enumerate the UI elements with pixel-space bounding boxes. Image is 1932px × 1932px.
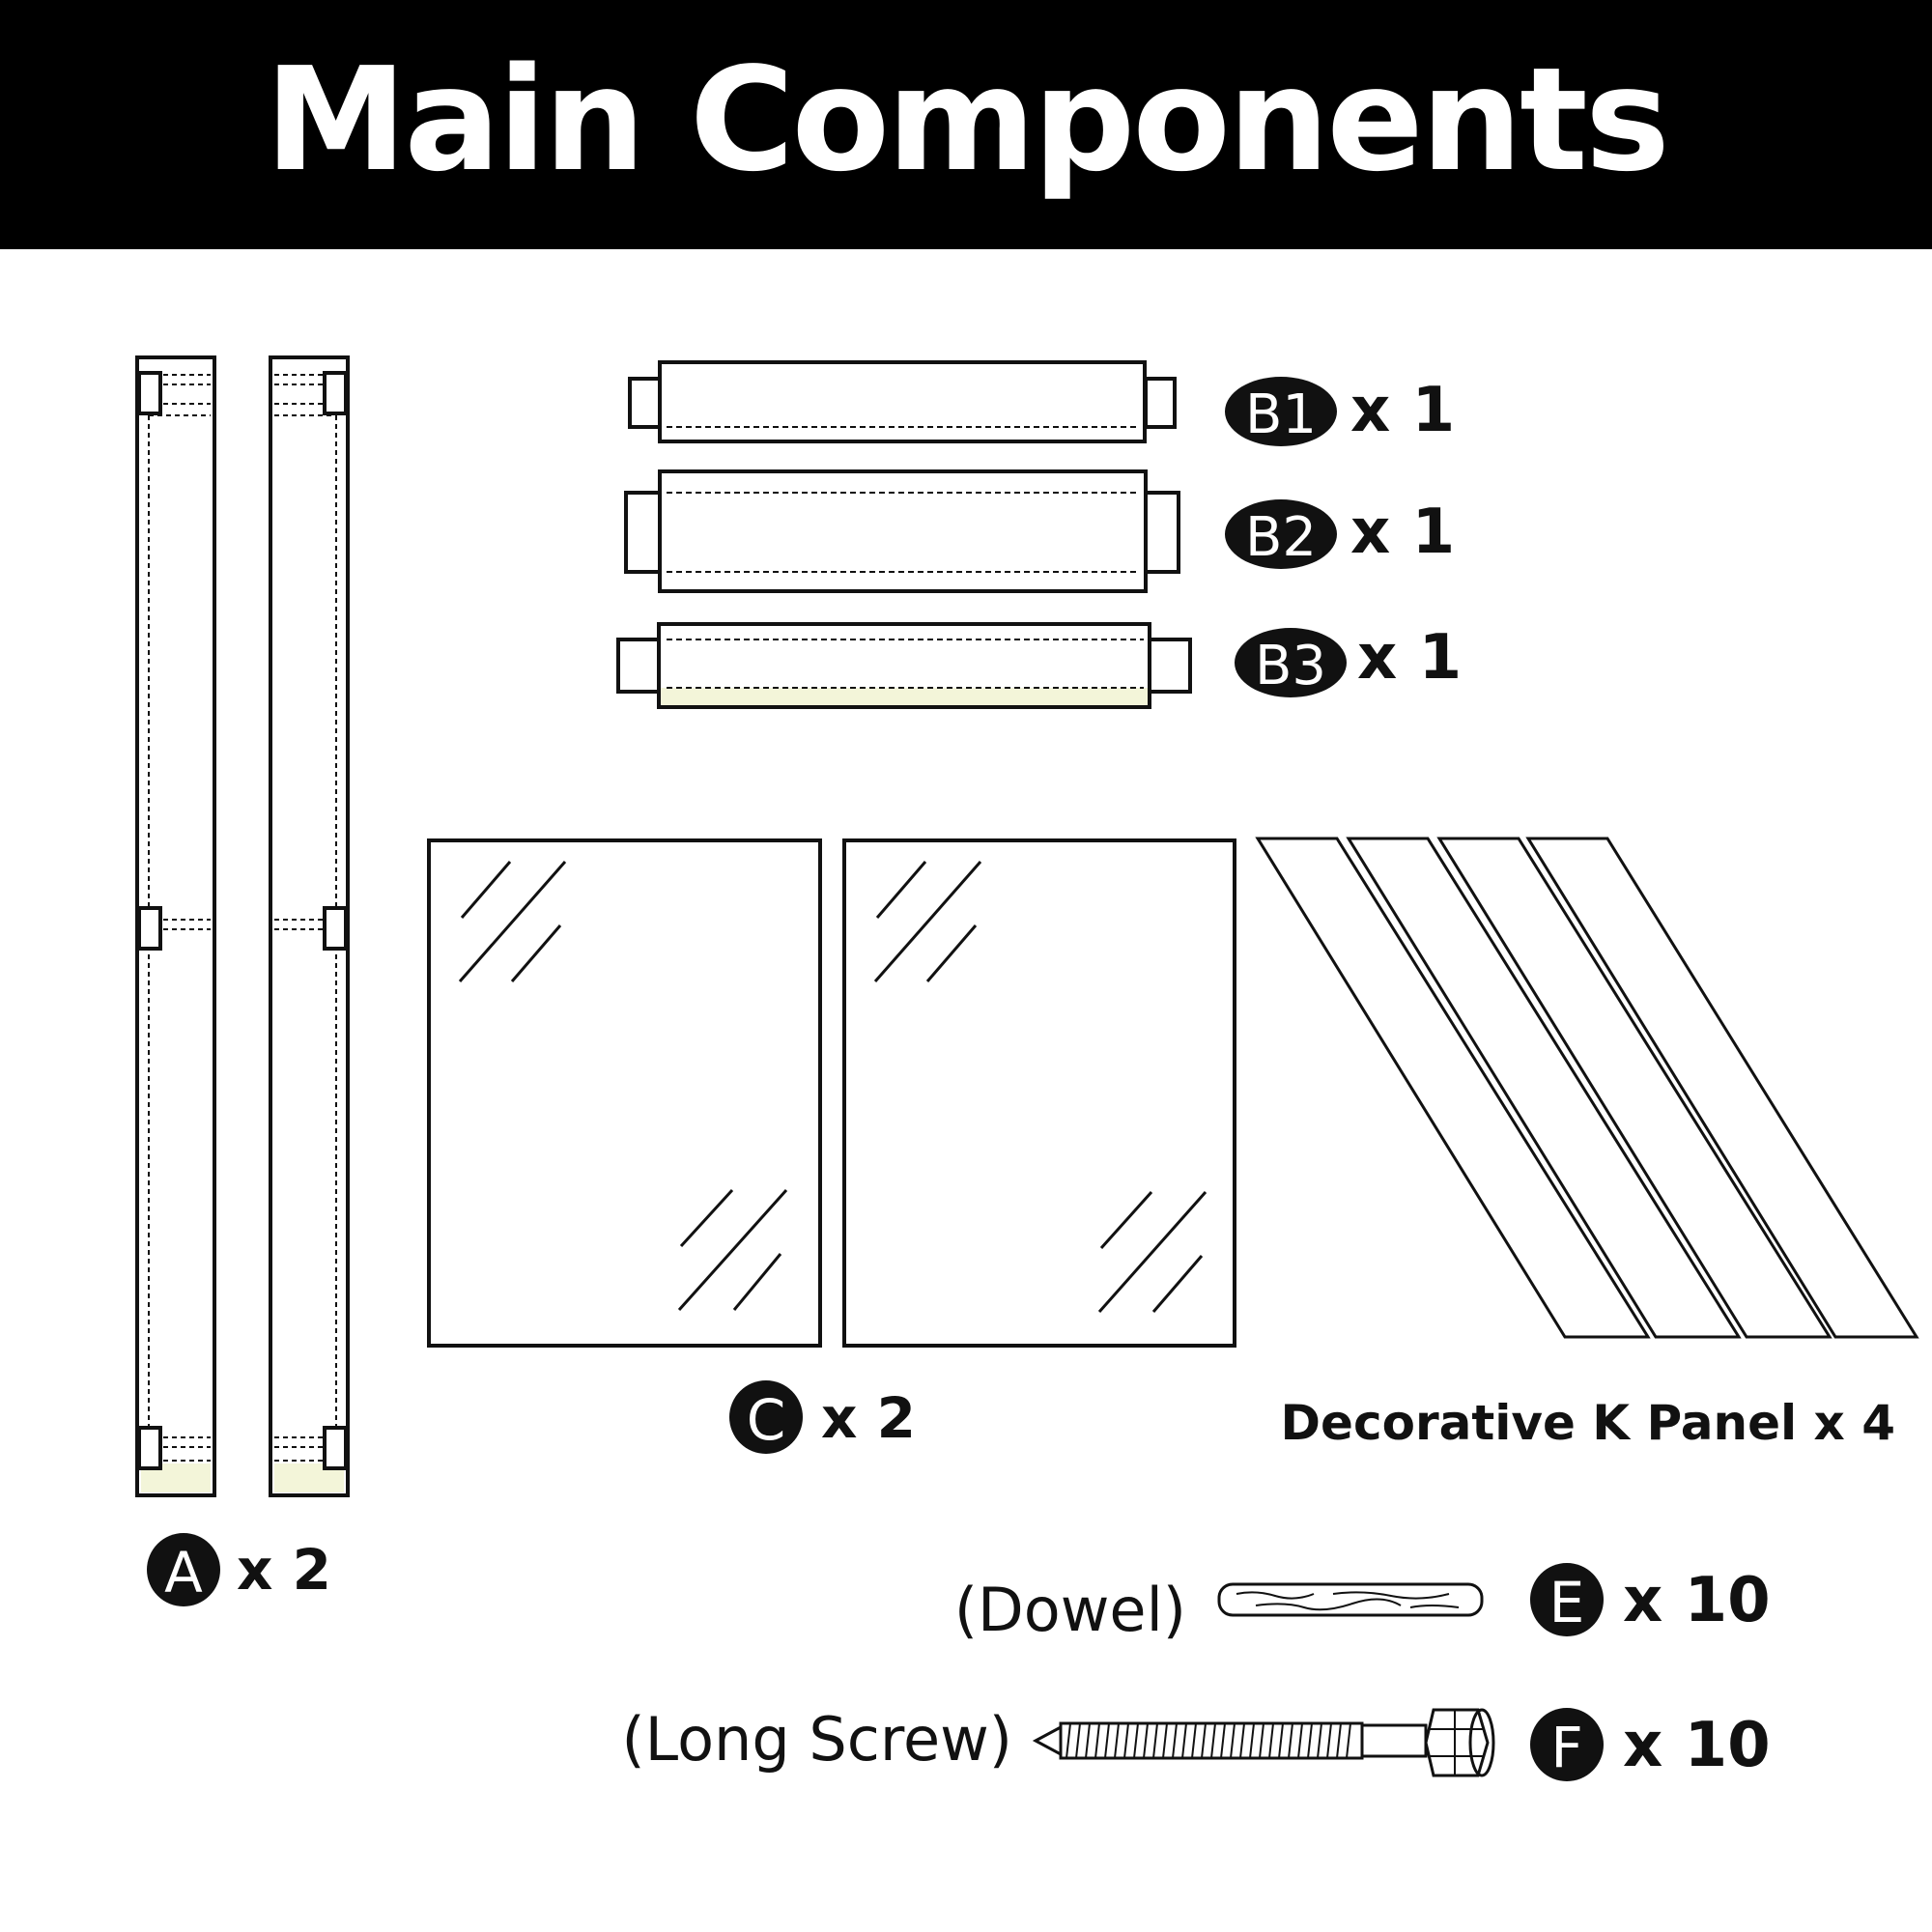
- page-title: Main Components: [265, 37, 1670, 203]
- badge-a: [147, 1533, 220, 1606]
- badge-e: [1530, 1563, 1604, 1636]
- rail-b3: [616, 622, 1192, 709]
- svg-text:B1: B1: [1245, 384, 1317, 446]
- badge-c: [729, 1380, 803, 1454]
- rail-b2: [624, 469, 1180, 593]
- label-f: F x 10: [1530, 1708, 1771, 1781]
- qty-b3: x 1: [1357, 622, 1462, 694]
- svg-text:C: C: [747, 1387, 786, 1453]
- glass-panel-c-left: [427, 838, 822, 1348]
- badge-b3: [1235, 628, 1347, 697]
- label-b2: B2 x 1: [1225, 497, 1455, 569]
- label-c: C x 2: [729, 1380, 916, 1454]
- decorative-k-panels: [1255, 837, 1919, 1339]
- qty-b2: x 1: [1350, 497, 1455, 568]
- name-f: (Long Screw): [621, 1704, 1012, 1775]
- svg-text:B3: B3: [1255, 635, 1326, 697]
- name-e: (Dowel): [954, 1575, 1186, 1645]
- qty-a: x 2: [237, 1537, 331, 1603]
- label-e: E x 10: [1530, 1563, 1771, 1636]
- badge-b2: [1225, 499, 1337, 569]
- post-a-left: [135, 355, 216, 1497]
- post-a-right: [269, 355, 350, 1497]
- badge-b1: [1225, 377, 1337, 446]
- qty-b1: x 1: [1350, 375, 1455, 446]
- label-k: Decorative K Panel x 4: [1281, 1395, 1895, 1451]
- svg-text:B2: B2: [1245, 506, 1317, 569]
- svg-text:E: E: [1549, 1570, 1585, 1635]
- label-b3: B3 x 1: [1235, 622, 1462, 697]
- qty-e: x 10: [1623, 1565, 1771, 1636]
- label-b1: B1 x 1: [1225, 375, 1455, 446]
- qty-f: x 10: [1623, 1710, 1771, 1781]
- badge-f: [1530, 1708, 1604, 1781]
- dowel-icon: [1217, 1582, 1484, 1617]
- rail-b1: [628, 360, 1177, 443]
- header-bar: Main Components: [0, 0, 1932, 249]
- svg-text:A: A: [164, 1540, 203, 1605]
- glass-panel-c-right: [842, 838, 1236, 1348]
- label-a: A x 2: [147, 1533, 331, 1606]
- svg-text:F: F: [1550, 1715, 1582, 1780]
- qty-c: x 2: [821, 1385, 916, 1451]
- long-screw-icon: [1032, 1708, 1495, 1777]
